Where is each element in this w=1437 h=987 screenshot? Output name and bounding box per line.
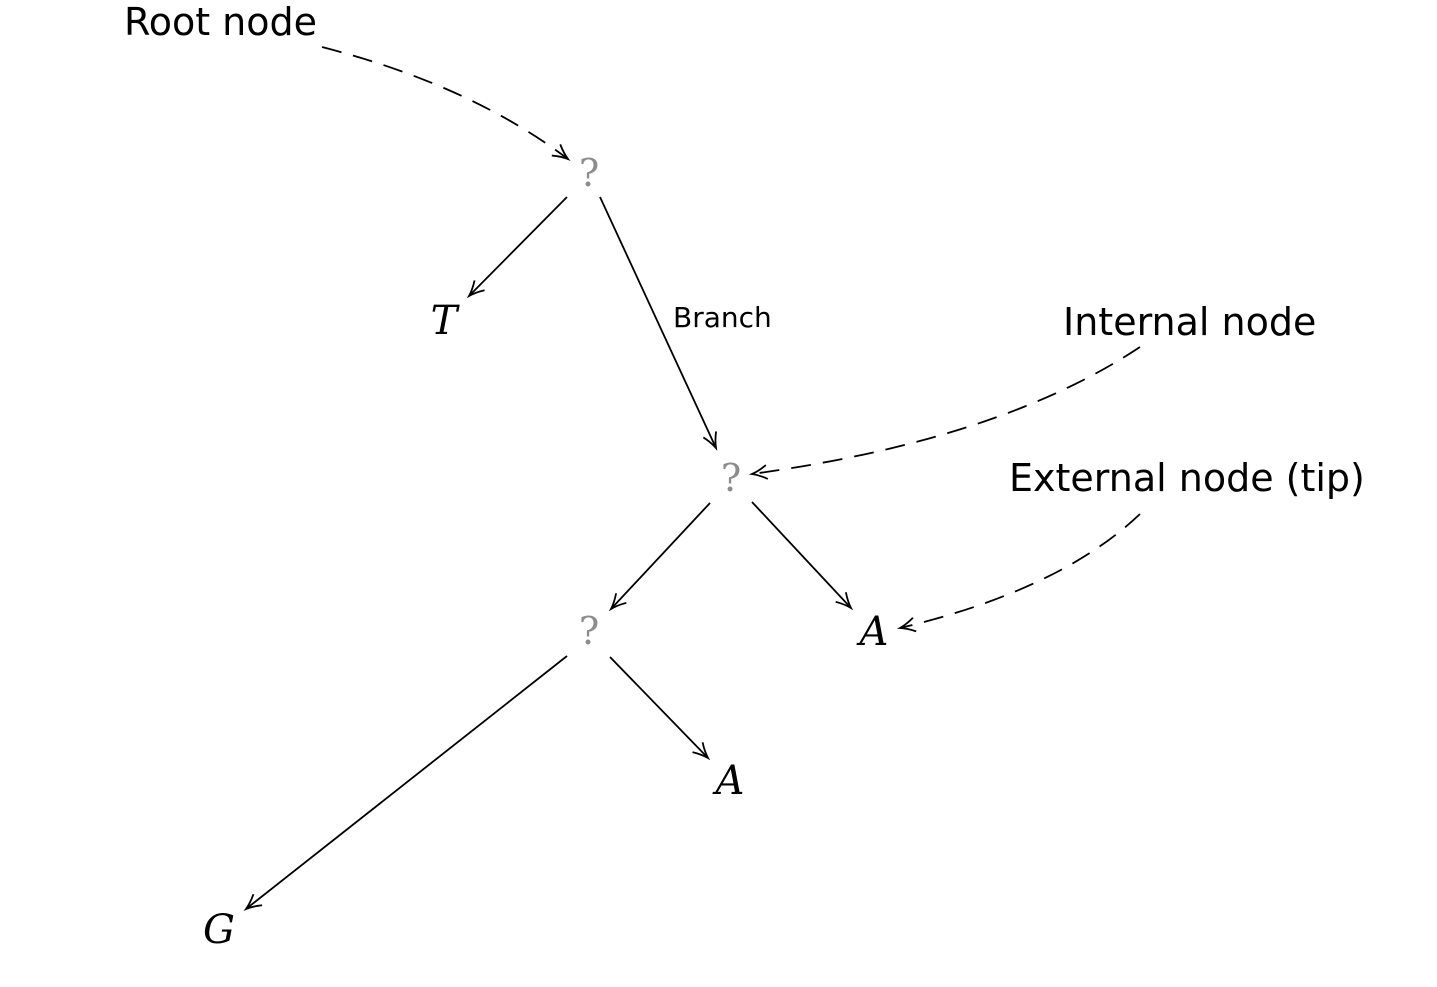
edge-lower-internal-to-a [609, 656, 708, 758]
external-pointer-arrow [900, 513, 1141, 628]
lower-internal-node: ? [579, 609, 599, 653]
tip-node-t: T [431, 298, 461, 344]
internal-pointer-arrow [752, 346, 1141, 474]
tip-node-a-right: A [856, 609, 889, 655]
root-pointer-arrow [321, 46, 568, 159]
external-node-annotation: External node (tip) [1009, 456, 1365, 500]
edge-root-to-internal [599, 196, 716, 448]
edge-root-to-t [469, 196, 568, 296]
edge-internal-to-a-right [751, 501, 851, 608]
edge-lower-internal-to-g [246, 655, 568, 909]
root-node-annotation: Root node [124, 0, 317, 44]
branch-annotation: Branch [673, 301, 772, 334]
tip-node-a-lower: A [712, 758, 745, 804]
root-node: ? [579, 151, 599, 195]
tip-node-g: G [203, 907, 235, 953]
edge-internal-to-lower-internal [611, 502, 711, 609]
internal-node-annotation: Internal node [1063, 300, 1316, 344]
internal-node: ? [721, 456, 741, 500]
